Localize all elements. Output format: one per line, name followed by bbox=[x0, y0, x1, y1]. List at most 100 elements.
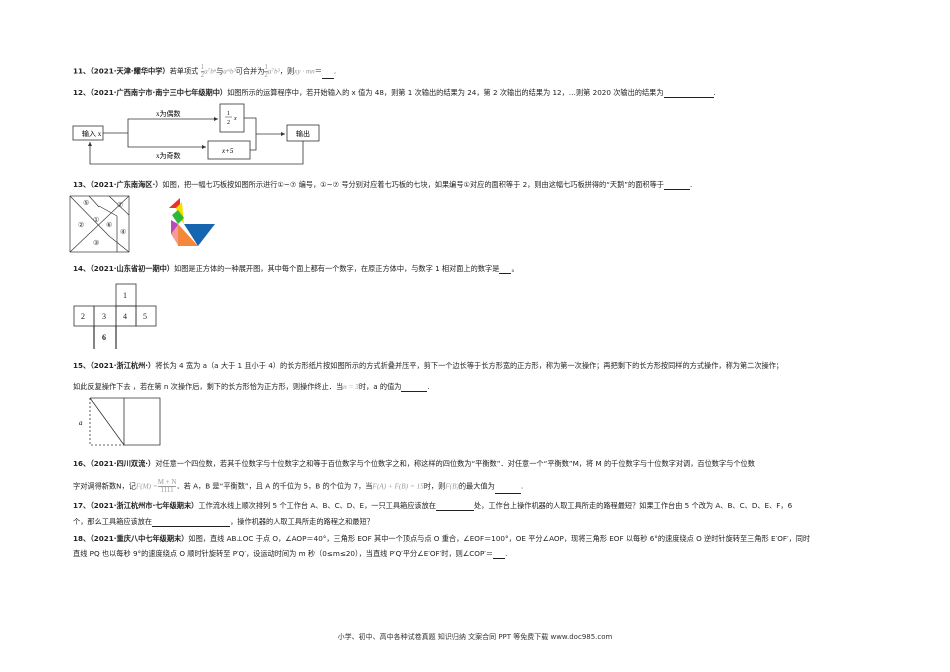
q-text: 可合并为 bbox=[235, 66, 265, 76]
q-source: （2021·广西南宁市·南宁三中七年级期中） bbox=[90, 88, 228, 97]
net-cell-1: 1 bbox=[123, 291, 127, 300]
math: a⁷bⁿ bbox=[204, 67, 217, 76]
question-15-line1: 15、（2021·浙江杭州·）将长为 4 宽为 a（a 大于 1 且小于 4）的… bbox=[73, 361, 783, 371]
q-text: 个，那么工具箱应该放在 bbox=[73, 517, 153, 526]
question-17-line1: 17、（2021·浙江杭州市·七年级期末）工作流水线上顺次排列 5 个工作台 A… bbox=[73, 501, 792, 511]
q-text: 若单项式 bbox=[169, 66, 199, 76]
swan-piece-blue bbox=[184, 224, 215, 246]
tangram-label-5: ⑤ bbox=[83, 199, 89, 207]
q-number: 15、 bbox=[73, 361, 91, 370]
q-source: （2021·重庆八中七年级期末） bbox=[90, 534, 189, 543]
q-text: ＝ bbox=[314, 66, 322, 76]
q-source: （2021·天津·耀华中学） bbox=[90, 66, 170, 76]
q-text: 如图，直线 AB⊥OC 于点 O，∠AOP＝40°，三角形 EOF 其中一个顶点… bbox=[188, 534, 811, 543]
q-text: 对任意一个四位数，若其千位数字与十位数字之和等于百位数字与个位数字之和，称这样的… bbox=[155, 459, 755, 468]
q-text: ．若 A，B 是“平衡数”，且 A 的千位为 5，B 的个位为 7，当 bbox=[176, 481, 373, 491]
tangram-swan bbox=[169, 198, 215, 246]
q-text: 。 bbox=[511, 264, 519, 273]
fold-diagram: a bbox=[79, 397, 161, 446]
q-text: 如图是正方体的一种展开图，其中每个面上都有一个数字，在原正方体中，与数字 1 相… bbox=[174, 264, 500, 273]
math: aᵐb³ bbox=[223, 67, 236, 76]
swan-piece-red bbox=[169, 198, 180, 208]
swan-piece-green bbox=[172, 210, 184, 224]
q-text: 的最大值为 bbox=[458, 481, 495, 491]
q-text: 直线 PQ 也以每秒 9°的速度绕点 O 顺时针旋转至 P′Q′，设运动时间为 … bbox=[73, 549, 494, 558]
q-text: 将长为 4 宽为 a（a 大于 1 且小于 4）的长方形纸片按如图所示的方式折叠… bbox=[155, 361, 784, 370]
q-number: 12、 bbox=[73, 88, 91, 97]
question-17-line2: 个，那么工具箱应该放在 ，操作机器的人取工具所走的路程之和最短？ bbox=[73, 517, 374, 527]
q-text: 时，a 的值为 bbox=[358, 382, 402, 391]
question-18-line1: 18、（2021·重庆八中七年级期末）如图，直线 AB⊥OC 于点 O，∠AOP… bbox=[73, 534, 810, 544]
answer-blank[interactable] bbox=[493, 551, 506, 559]
q-text: 字对调得新数N，记 bbox=[73, 481, 136, 491]
half-den: 2 bbox=[227, 120, 230, 126]
tangram-label-7: ⑦ bbox=[117, 201, 123, 209]
math: n = 3 bbox=[343, 383, 359, 391]
question-13: 13、（2021·广东南海区·）如图，把一幅七巧板按如图所示进行①~⑦ 编号，①… bbox=[73, 180, 692, 190]
answer-blank[interactable] bbox=[401, 384, 428, 392]
footer: 小学、初中、高中各种试卷真题 知识归纳 文案合同 PPT 等免费下载 www.d… bbox=[337, 633, 613, 641]
half-num: 1 bbox=[227, 111, 230, 117]
q-text: . bbox=[505, 549, 508, 558]
flowchart: 输入 x x为偶数 x为奇数 1 2 x x+5 输出 bbox=[72, 103, 320, 165]
answer-blank[interactable] bbox=[663, 182, 690, 190]
q-text: . bbox=[689, 180, 693, 189]
q-number: 14、 bbox=[73, 264, 91, 273]
half-box bbox=[219, 103, 245, 133]
q-number: 13、 bbox=[73, 180, 91, 189]
question-16-line1: 16、（2021·四川双流·）对任意一个四位数，若其千位数字与十位数字之和等于百… bbox=[73, 459, 755, 469]
q-text: ，则 bbox=[279, 66, 295, 76]
question-15-line2: 如此反复操作下去 ，若在第 n 次操作后，剩下的长方形恰为正方形，则操作终止．当… bbox=[73, 382, 430, 392]
input-label: 输入 x bbox=[82, 129, 102, 138]
q-text: . bbox=[333, 66, 337, 76]
cube-net: 1 2 3 4 5 6 bbox=[73, 283, 157, 349]
q-text: . bbox=[713, 88, 716, 97]
math: a⁷b³ bbox=[267, 67, 280, 76]
q-text: 如图，把一幅七巧板按如图所示进行①~⑦ 编号，①~⑦ 号分别对应着七巧板的七块，… bbox=[162, 180, 664, 189]
tangram-label-2: ② bbox=[78, 221, 84, 229]
q-source: （2021·四川双流·） bbox=[90, 459, 156, 468]
q-number: 16、 bbox=[73, 459, 91, 468]
q-text: ，操作机器的人取工具所走的路程之和最短？ bbox=[230, 517, 374, 526]
net-cell-3: 3 bbox=[102, 312, 106, 321]
tangram-label-3: ③ bbox=[93, 239, 99, 247]
net-cell-4: 4 bbox=[123, 312, 127, 321]
even-label: x为偶数 bbox=[156, 109, 181, 118]
q-text: . bbox=[427, 382, 430, 391]
answer-blank[interactable] bbox=[435, 503, 474, 511]
answer-blank[interactable] bbox=[494, 486, 521, 494]
net-cell-5: 5 bbox=[143, 312, 147, 321]
question-12: 12、（2021·广西南宁市·南宁三中七年级期中）如图所示的运算程序中，若开始输… bbox=[73, 88, 716, 98]
side-label-a: a bbox=[79, 419, 83, 427]
math: xy · mn bbox=[294, 67, 315, 76]
q-text: 工作流水线上顺次排列 5 个工作台 A、B、C、D、E，一只工具箱应该放在 bbox=[198, 501, 436, 510]
q-source: （2021·浙江杭州市·七年级期末） bbox=[90, 501, 199, 510]
q-text: . bbox=[520, 481, 524, 491]
answer-blank[interactable] bbox=[321, 71, 334, 79]
q-source: （2021·山东省初一期中） bbox=[90, 264, 175, 273]
tangram-label-1: ① bbox=[93, 216, 99, 224]
half-x: x bbox=[233, 116, 237, 122]
net-cell-2: 2 bbox=[81, 312, 85, 321]
math: F(A) + F(B) = 15 bbox=[372, 482, 424, 491]
q-source: （2021·广东南海区·） bbox=[90, 180, 163, 189]
swan-piece-orange bbox=[178, 224, 198, 246]
answer-blank[interactable] bbox=[663, 90, 714, 98]
q-text: 时，则 bbox=[423, 481, 446, 491]
question-14: 14、（2021·山东省初一期中）如图是正方体的一种展开图，其中每个面上都有一个… bbox=[73, 264, 519, 274]
q-source: （2021·浙江杭州·） bbox=[90, 361, 156, 370]
math: F(B) bbox=[445, 482, 459, 491]
tangram-label-4: ④ bbox=[120, 228, 126, 236]
q-text: 如图所示的运算程序中，若开始输入的 x 值为 48，则第 1 次输出的结果为 2… bbox=[227, 88, 664, 97]
q-text: 与 bbox=[216, 66, 224, 76]
q-number: 18、 bbox=[73, 534, 91, 543]
odd-label: x为奇数 bbox=[156, 151, 181, 160]
tangram-square: ① ② ③ ④ ⑤ ⑥ ⑦ bbox=[69, 195, 130, 253]
answer-blank[interactable] bbox=[152, 519, 231, 527]
q-number: 11、 bbox=[73, 66, 91, 76]
answer-blank[interactable] bbox=[499, 266, 512, 274]
